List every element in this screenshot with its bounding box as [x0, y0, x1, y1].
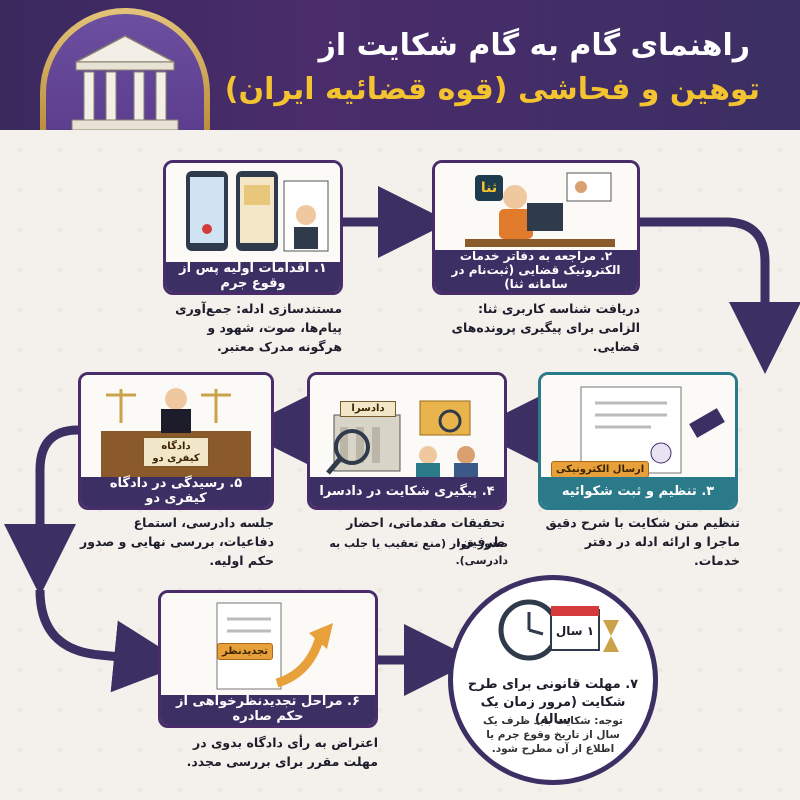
step-3-description: تنظیم متن شکایت با شرح دقیق ماجرا و ارائ…: [545, 515, 740, 568]
phone-evidence-icon: [186, 171, 329, 252]
step-6-caption: ۶. مراحل تجدیدنظرخواهی از حکم صادره: [161, 694, 375, 725]
step-2-card: ثنا ۲. مراجعه به دفاتر خدمات الکترونیک ق…: [432, 160, 640, 295]
step-3-caption: ۳. تنظیم و ثبت شکوائیه: [541, 477, 735, 507]
sana-logo: ثنا: [475, 175, 503, 201]
criminal-court-sign-line1: دادگاه: [161, 441, 191, 452]
criminal-court-sign-line2: کیفری دو: [152, 453, 200, 464]
step-4-card: دادسرا ۴. پیگیری شکایت در دادسرا: [307, 372, 507, 510]
step-7-circle: ۱ سال ۷. مهلت قانونی برای طرح شکایت (مرو…: [448, 575, 658, 785]
step-1-card: ۱. اقدامات اولیه پس از وقوع جرم: [163, 160, 343, 295]
appeal-tag: تجدیدنظر: [217, 643, 273, 660]
prosecutor-office-icon: [326, 400, 478, 477]
criminal-court-sign: دادگاه کیفری دو: [143, 437, 209, 467]
step-5-caption: ۵. رسیدگی در دادگاه کیفری دو: [81, 476, 271, 507]
electronic-submit-tag: ارسال الکترونیکی: [551, 461, 650, 478]
courthouse-arch: [40, 8, 210, 130]
step-1-caption: ۱. اقدامات اولیه پس از وقوع جرم: [166, 261, 340, 292]
step-5-description: جلسه دادرسی، استماع دفاعیات، بررسی نهایی…: [80, 515, 274, 568]
step-6-description: اعتراض به رأی دادگاه بدوی در مهلت مقرر ب…: [186, 735, 378, 769]
step-5-card: دادگاه کیفری دو ۵. رسیدگی در دادگاه کیفر…: [78, 372, 274, 510]
page-title-line2: توهین و فحاشی (قوه قضائیه ایران): [224, 72, 760, 107]
step-4-description-small: صدور قرار (منع تعقیب یا جلب به دادرسی).: [329, 537, 508, 567]
header-banner: راهنمای گام به گام شکایت از توهین و فحاش…: [0, 0, 800, 130]
document-signing-icon: [580, 386, 725, 474]
calendar-one-year: ۱ سال: [555, 624, 595, 638]
step-4-caption: ۴. پیگیری شکایت در دادسرا: [310, 477, 504, 507]
step-1-description: مستندسازی ادله: جمع‌آوری پیام‌ها، صوت، ش…: [175, 301, 342, 354]
page-title-line1: راهنمای گام به گام شکایت از: [318, 28, 750, 63]
step-6-card: تجدیدنظر ۶. مراحل تجدیدنظرخواهی از حکم ص…: [158, 590, 378, 728]
step-7-note: توجه: شکایت باید ظرف یک سال از تاریخ وقو…: [483, 715, 623, 756]
clock-calendar-icon: [498, 599, 619, 661]
courthouse-icon: [71, 35, 179, 130]
prosecutor-office-sign: دادسرا: [340, 401, 396, 417]
step-2-description: دریافت شناسه کاربری ثنا: الزامی برای پیگ…: [451, 301, 640, 354]
step-3-card: ارسال الکترونیکی ۳. تنظیم و ثبت شکوائیه: [538, 372, 738, 510]
office-desk-icon: [465, 172, 615, 247]
step-7-caption: ۷. مهلت قانونی برای طرح شکایت (مرور زمان…: [467, 677, 639, 728]
step-2-caption: ۲. مراجعه به دفاتر خدمات الکترونیک قضایی…: [435, 249, 637, 292]
step-4-description: تحقیقات مقدماتی، احضار طرفین،: [346, 515, 505, 549]
